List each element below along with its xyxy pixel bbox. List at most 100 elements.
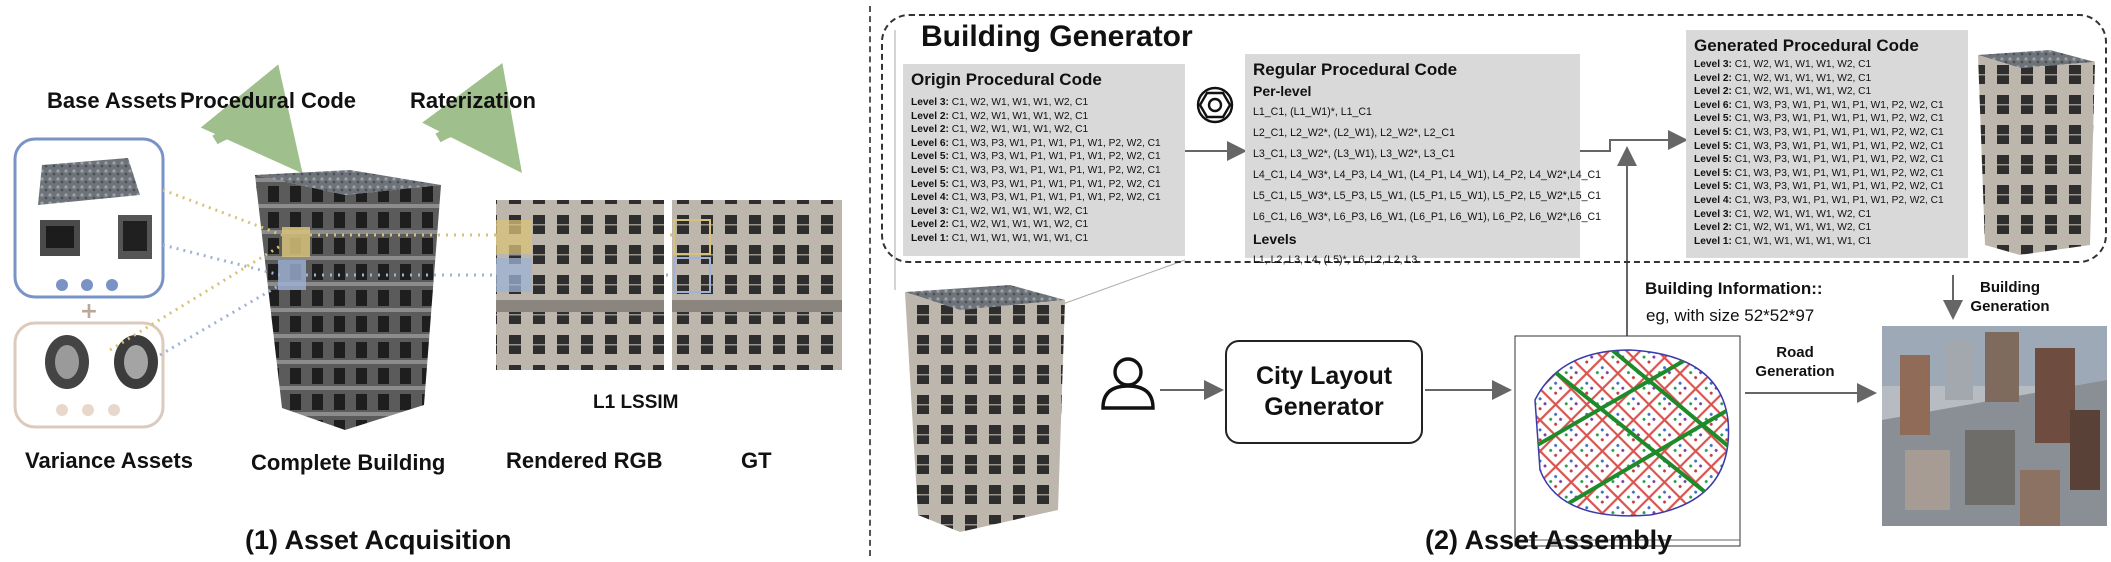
variance-asset-2 (114, 335, 158, 389)
code-line-value: C1, W3, P3, W1, P1, W1, P1, W1, P2, W2, … (948, 192, 1161, 204)
loss-label: L1 LSSIM (593, 392, 679, 413)
code-line-value: C1, W2, W1, W1, W1, W2, C1 (948, 97, 1089, 108)
gt-label: GT (741, 448, 772, 473)
raterization-arrow (422, 62, 522, 174)
per-level-line: L2_C1, L2_W2*, (L2_W1), L2_W2*, L2_C1 (1253, 127, 1455, 139)
code-line-level: Level 4: (911, 192, 949, 204)
code-line: Level 3: C1, W2, W1, W1, W1, W2, C1 (1694, 208, 1960, 222)
code-line: Level 2: C1, W2, W1, W1, W1, W2, C1 (911, 123, 1177, 137)
dot (56, 404, 68, 416)
code-line-value: C1, W2, W1, W1, W1, W2, C1 (1731, 222, 1872, 234)
code-line-value: C1, W3, P3, W1, P1, W1, P1, W1, P2, W2, … (1731, 181, 1944, 193)
base-assets-frame (13, 137, 165, 299)
building-generator-frame (881, 14, 2107, 263)
code-line-level: Level 2: (1694, 222, 1732, 234)
complete-building-image (255, 170, 441, 430)
code-line-level: Level 1: (1694, 235, 1732, 247)
code-line-level: Level 2: (911, 110, 949, 122)
user-icon (1101, 357, 1155, 410)
building-thumbnail-image (905, 285, 1065, 532)
code-line-value: C1, W3, P3, W1, P1, W1, P1, W1, P2, W2, … (1731, 140, 1944, 152)
code-line: Level 3: C1, W2, W1, W1, W1, W2, C1 (1694, 58, 1960, 72)
code-line-level: Level 5: (911, 178, 949, 190)
code-line-level: Level 2: (911, 219, 949, 231)
code-line: Level 2: C1, W2, W1, W1, W1, W2, C1 (911, 110, 1177, 124)
code-line-value: C1, W3, P3, W1, P1, W1, P1, W1, P2, W2, … (948, 151, 1161, 163)
code-line-level: Level 5: (1694, 181, 1732, 193)
levels-line: L1, L2, L3, L4, (L5)*, L6, L2, L2, L3 (1253, 254, 1418, 266)
code-line-level: Level 3: (911, 205, 949, 217)
code-line: Level 5: C1, W3, P3, W1, P1, W1, P1, W1,… (1694, 153, 1960, 167)
dot (108, 404, 120, 416)
code-line: Level 1: C1, W1, W1, W1, W1, W1, C1 (911, 232, 1177, 246)
per-level-label: Per-level (1253, 83, 1312, 99)
code-line-level: Level 1: (911, 232, 949, 244)
code-line-value: C1, W2, W1, W1, W1, W2, C1 (1731, 59, 1872, 70)
regular-code-title: Regular Procedural Code (1253, 60, 1458, 79)
code-line-value: C1, W3, P3, W1, P1, W1, P1, W1, P2, W2, … (948, 164, 1161, 176)
code-line-value: C1, W3, P3, W1, P1, W1, P1, W1, P2, W2, … (948, 178, 1161, 190)
llm-logo-icon (1196, 86, 1234, 124)
size-note: eg, with size 52*52*97 (1646, 306, 1815, 325)
asset-acquisition-caption: (1) Asset Acquisition (245, 525, 512, 555)
code-line-value: C1, W2, W1, W1, W1, W2, C1 (1731, 72, 1872, 84)
code-line: Level 3: C1, W2, W1, W1, W1, W2, C1 (911, 205, 1177, 219)
generated-code-box: Generated Procedural Code Level 3: C1, W… (1686, 30, 1968, 258)
building-generator-title: Building Generator (921, 20, 1193, 53)
code-line-value: C1, W3, P3, W1, P1, W1, P1, W1, P2, W2, … (1731, 167, 1944, 179)
base-asset-window-module-2 (118, 215, 152, 259)
code-line: Level 4: C1, W3, P3, W1, P1, W1, P1, W1,… (911, 191, 1177, 205)
code-line-value: C1, W3, P3, W1, P1, W1, P1, W1, P2, W2, … (1731, 99, 1944, 111)
code-line-value: C1, W2, W1, W1, W1, W2, C1 (948, 219, 1089, 231)
code-line-level: Level 5: (911, 151, 949, 163)
code-line-level: Level 2: (1694, 86, 1732, 98)
code-line-value: C1, W3, P3, W1, P1, W1, P1, W1, P2, W2, … (1731, 126, 1944, 138)
code-line: Level 5: C1, W3, P3, W1, P1, W1, P1, W1,… (1694, 126, 1960, 140)
code-line: Level 2: C1, W2, W1, W1, W1, W2, C1 (1694, 72, 1960, 86)
dot (81, 279, 93, 291)
code-line-value: C1, W3, P3, W1, P1, W1, P1, W1, P2, W2, … (1731, 194, 1944, 206)
origin-code-box: Origin Procedural Code Level 3: C1, W2, … (903, 64, 1185, 256)
regular-code-box: Regular Procedural Code Per-level L1_C1,… (1245, 54, 1602, 266)
code-line-level: Level 3: (1694, 208, 1732, 220)
code-line: Level 5: C1, W3, P3, W1, P1, W1, P1, W1,… (1694, 112, 1960, 126)
code-line: Level 1: C1, W1, W1, W1, W1, W1, C1 (1694, 235, 1960, 249)
code-line-value: C1, W3, P3, W1, P1, W1, P1, W1, P2, W2, … (948, 137, 1161, 149)
code-line-level: Level 5: (1694, 140, 1732, 152)
dot (82, 404, 94, 416)
code-line: Level 2: C1, W2, W1, W1, W1, W2, C1 (911, 218, 1177, 232)
per-level-line: L4_C1, L4_W3*, L4_P3, L4_W1, (L4_P1, L4_… (1253, 169, 1602, 181)
generated-building-image (1978, 50, 2095, 255)
code-line-level: Level 6: (911, 137, 949, 149)
raterization-label: Raterization (410, 88, 536, 113)
building-information-label: Building Information:: (1645, 279, 1823, 298)
code-line: Level 5: C1, W3, P3, W1, P1, W1, P1, W1,… (1694, 140, 1960, 154)
variance-asset-1 (45, 335, 89, 389)
code-line-value: C1, W1, W1, W1, W1, W1, C1 (948, 232, 1089, 244)
per-level-line: L1_C1, (L1_W1)*, L1_C1 (1253, 106, 1372, 118)
code-line-value: C1, W2, W1, W1, W1, W2, C1 (1731, 208, 1872, 220)
city-layout-plot (1514, 335, 1741, 547)
code-line: Level 5: C1, W3, P3, W1, P1, W1, P1, W1,… (911, 150, 1177, 164)
code-line-value: C1, W2, W1, W1, W1, W2, C1 (948, 205, 1089, 217)
code-line: Level 2: C1, W2, W1, W1, W1, W2, C1 (1694, 221, 1960, 235)
base-asset-roof-tile (38, 158, 140, 205)
code-line-level: Level 5: (1694, 113, 1732, 125)
code-line-value: C1, W3, P3, W1, P1, W1, P1, W1, P2, W2, … (1731, 113, 1944, 125)
variance-assets-label: Variance Assets (25, 448, 193, 473)
code-line-value: C1, W1, W1, W1, W1, W1, C1 (1731, 235, 1872, 247)
code-line: Level 5: C1, W3, P3, W1, P1, W1, P1, W1,… (1694, 167, 1960, 181)
base-assets-label: Base Assets (47, 88, 178, 113)
arrow-regular-to-generated (1580, 130, 1688, 152)
code-line-level: Level 5: (1694, 154, 1732, 166)
code-line-level: Level 3: (911, 97, 949, 108)
code-line-value: C1, W2, W1, W1, W1, W2, C1 (1731, 86, 1872, 98)
procedural-code-arrow (200, 64, 303, 174)
code-line: Level 6: C1, W3, P3, W1, P1, W1, P1, W1,… (1694, 99, 1960, 113)
variance-assets-frame (13, 321, 165, 429)
code-line-level: Level 3: (1694, 59, 1732, 70)
base-asset-window-module-1 (40, 220, 80, 256)
road-generation-label: Road Generation (1755, 344, 1835, 380)
per-level-line: L6_C1, L6_W3*, L6_P3, L6_W1, (L6_P1, L6_… (1253, 211, 1602, 223)
